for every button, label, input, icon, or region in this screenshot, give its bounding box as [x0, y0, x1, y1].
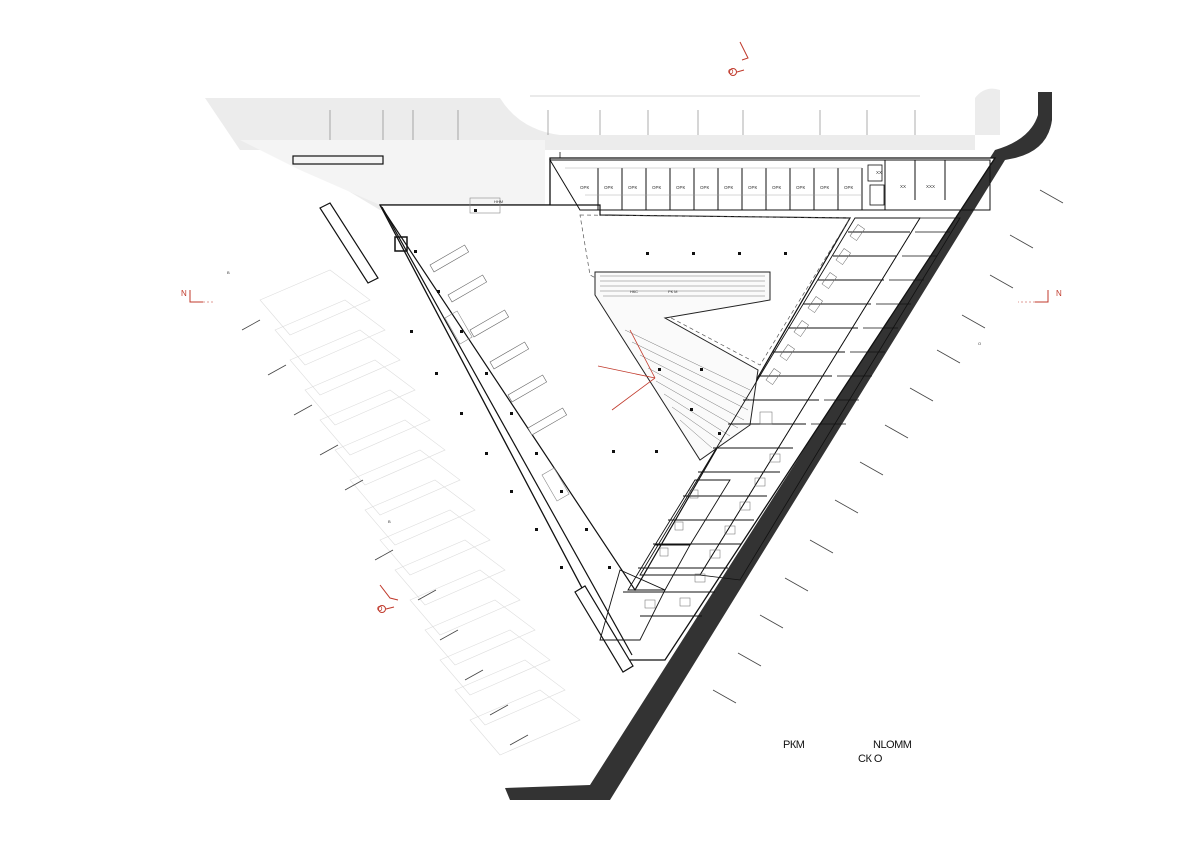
room-furniture — [644, 224, 865, 609]
room-label: ОРК — [676, 185, 686, 190]
north-label: N — [1056, 289, 1062, 298]
room-label: В — [227, 270, 230, 275]
east-small-rooms — [811, 231, 950, 425]
east-tick-marks — [712, 189, 1064, 704]
atrium-stairs — [600, 275, 765, 449]
room-label: НКС — [630, 289, 638, 294]
title-left: РКМ — [783, 739, 805, 751]
west-pergolas — [319, 202, 634, 673]
section-marker-top: O — [728, 41, 749, 76]
room-label: ХХ — [900, 184, 906, 189]
red-section-rays — [597, 329, 656, 411]
north-marker-right: N — [1018, 289, 1062, 303]
room-label: ОРК — [604, 185, 614, 190]
section-marker-bottom-left: O — [377, 584, 399, 613]
room-label: ХХХ — [926, 184, 935, 189]
section-label: O — [728, 69, 734, 76]
room-label: ОРК — [748, 185, 758, 190]
top-bench — [292, 155, 384, 165]
north-marker-left: N — [181, 289, 215, 303]
section-label: O — [377, 606, 383, 613]
top-units — [549, 152, 991, 211]
north-label: N — [181, 289, 187, 298]
column-grid — [410, 209, 787, 569]
lightwell — [579, 214, 851, 366]
stair-core — [394, 236, 408, 252]
title-second-line: СК О — [858, 753, 882, 765]
misc-labels: НКС РК М В В О ННМ — [227, 199, 981, 524]
room-label: ХХ — [876, 170, 882, 175]
room-label: ОРК — [628, 185, 638, 190]
room-label: ОРК — [652, 185, 662, 190]
room-label: ОРК — [724, 185, 734, 190]
room-label: ОРК — [772, 185, 782, 190]
central-atrium — [594, 271, 771, 461]
top-unit-labels: ОРК ОРК ОРК ОРК ОРК ОРК ОРК ОРК ОРК ОРК … — [580, 170, 935, 190]
room-label: ОРК — [844, 185, 854, 190]
west-terraces — [259, 269, 581, 756]
room-label: В — [388, 519, 391, 524]
street-lamps — [329, 110, 916, 140]
room-label: ОРК — [820, 185, 830, 190]
room-label: ОРК — [796, 185, 806, 190]
title-right: NLOMM — [873, 739, 912, 751]
room-label: ОРК — [580, 185, 590, 190]
courtyard-benches — [429, 244, 568, 436]
room-label: О — [978, 341, 981, 346]
street-paving-strip — [240, 140, 545, 205]
room-label: ОРК — [700, 185, 710, 190]
east-corridor — [699, 217, 961, 581]
room-label: ННМ — [494, 199, 503, 204]
perimeter-wall — [505, 92, 1052, 800]
room-label: РК М — [668, 289, 677, 294]
south-rooms — [599, 479, 731, 641]
west-tick-marks — [241, 319, 529, 746]
